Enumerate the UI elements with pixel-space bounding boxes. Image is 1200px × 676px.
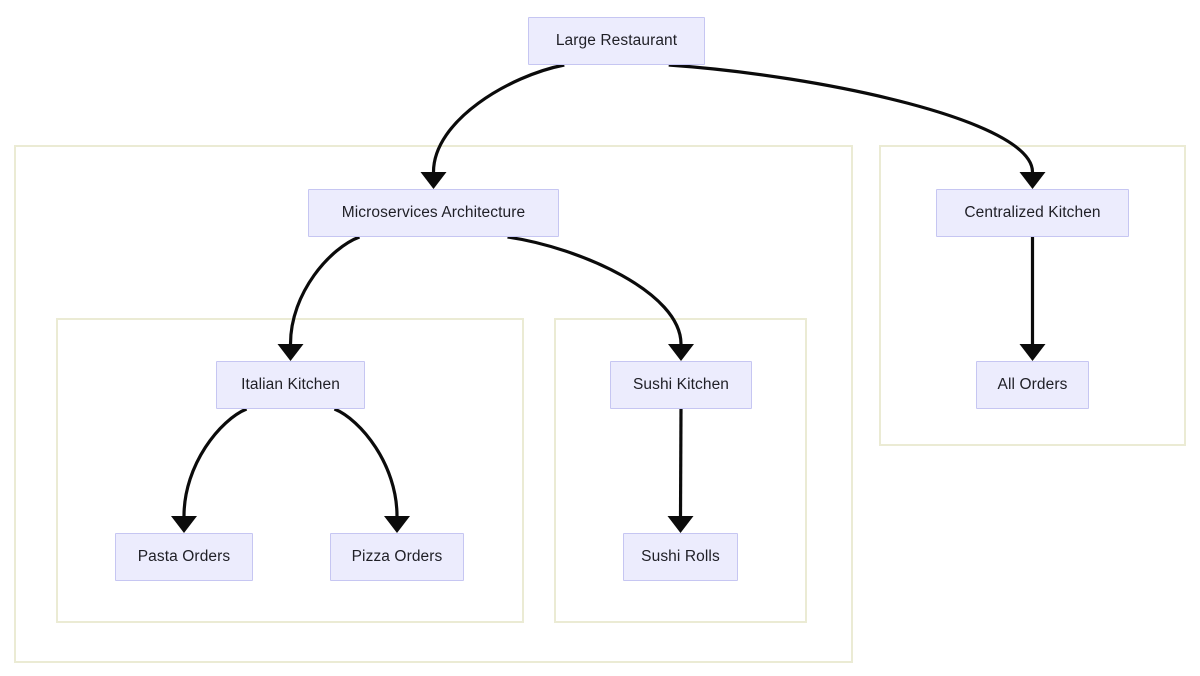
node-label-pizza-orders: Pizza Orders — [351, 548, 443, 566]
edge-sushi-kitchen-to-sushi-rolls-arrowhead — [667, 516, 694, 533]
edge-large-restaurant-to-microservices-architecture — [420, 63, 565, 189]
node-label-large-restaurant: Large Restaurant — [555, 32, 678, 50]
edge-microservices-architecture-to-sushi-kitchen-arrowhead — [668, 344, 694, 361]
node-label-microservices-architecture: Microservices Architecture — [341, 204, 526, 222]
edge-italian-kitchen-to-pizza-orders-arrowhead — [384, 516, 410, 533]
edge-sushi-kitchen-to-sushi-rolls — [667, 408, 694, 533]
node-large-restaurant[interactable]: Large Restaurant — [528, 17, 705, 65]
edge-centralized-kitchen-to-all-orders — [1019, 237, 1046, 361]
edge-large-restaurant-to-microservices-architecture-arrowhead — [420, 172, 447, 189]
edge-italian-kitchen-to-pasta-orders-arrowhead — [171, 516, 197, 533]
edge-italian-kitchen-to-pizza-orders — [333, 407, 410, 533]
node-pizza-orders[interactable]: Pizza Orders — [330, 533, 464, 581]
node-sushi-rolls[interactable]: Sushi Rolls — [623, 533, 738, 581]
edge-centralized-kitchen-to-all-orders-arrowhead — [1019, 344, 1046, 361]
edge-large-restaurant-to-centralized-kitchen — [668, 63, 1046, 189]
node-label-all-orders: All Orders — [997, 376, 1068, 394]
edge-microservices-architecture-to-sushi-kitchen — [507, 235, 694, 361]
node-label-sushi-kitchen: Sushi Kitchen — [632, 376, 730, 394]
node-sushi-kitchen[interactable]: Sushi Kitchen — [610, 361, 752, 409]
node-label-centralized-kitchen: Centralized Kitchen — [964, 204, 1101, 222]
node-microservices-architecture[interactable]: Microservices Architecture — [308, 189, 559, 237]
edge-microservices-architecture-to-italian-kitchen-arrowhead — [277, 344, 304, 361]
node-pasta-orders[interactable]: Pasta Orders — [115, 533, 253, 581]
node-centralized-kitchen[interactable]: Centralized Kitchen — [936, 189, 1129, 237]
node-all-orders[interactable]: All Orders — [976, 361, 1089, 409]
node-label-italian-kitchen: Italian Kitchen — [241, 376, 340, 394]
edge-microservices-architecture-to-italian-kitchen — [277, 235, 361, 361]
node-label-pasta-orders: Pasta Orders — [137, 548, 231, 566]
node-label-sushi-rolls: Sushi Rolls — [641, 548, 720, 566]
node-italian-kitchen[interactable]: Italian Kitchen — [216, 361, 365, 409]
edge-large-restaurant-to-centralized-kitchen-arrowhead — [1019, 172, 1046, 189]
edge-italian-kitchen-to-pasta-orders — [171, 407, 248, 533]
